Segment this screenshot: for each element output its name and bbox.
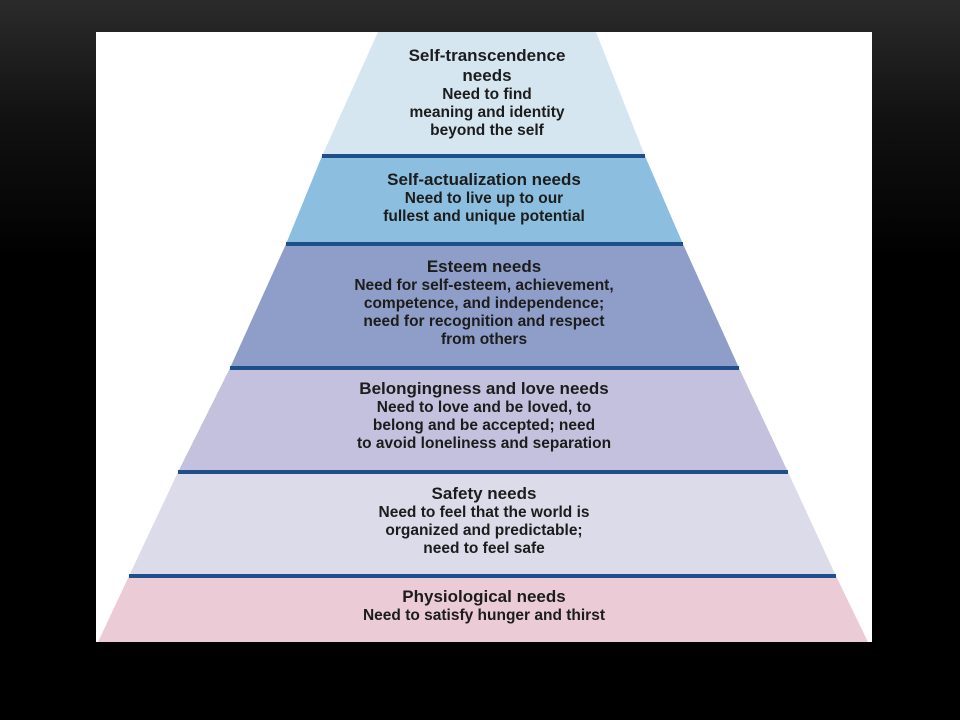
tier-title: Self-actualization needs [387,170,581,189]
tier-title: Belongingness and love needs [359,379,609,398]
tier-description: Need to feel that the world is organized… [378,504,590,557]
tier-belongingness: Belongingness and love needs Need to lov… [274,379,694,453]
tier-title: Esteem needs [426,257,542,276]
tier-band-physiological [98,576,868,642]
tier-self-actualization: Self-actualization needs Need to live up… [314,170,654,226]
tier-band-self-transcendence [322,32,645,156]
tier-description: Need for self-esteem, achievement, compe… [354,277,614,348]
tier-safety: Safety needs Need to feel that the world… [284,484,684,558]
tier-esteem: Esteem needs Need for self-esteem, achie… [274,257,694,349]
tier-band-safety [129,472,836,576]
pyramid-image: Self-transcendence needs Need to find me… [96,32,872,642]
tier-physiological: Physiological needs Need to satisfy hung… [274,587,694,625]
tier-title: Physiological needs [402,587,566,606]
tier-description: Need to live up to our fullest and uniqu… [383,190,585,225]
tier-description: Need to find meaning and identity beyond… [409,86,565,139]
tier-title: Safety needs [431,484,537,503]
tier-description: Need to satisfy hunger and thirst [362,607,605,624]
tier-self-transcendence: Self-transcendence needs Need to find me… [362,46,612,140]
tier-band-self-actualization [286,156,683,244]
tier-band-esteem [230,244,739,368]
tier-description: Need to love and be loved, to belong and… [356,399,612,452]
tier-band-belongingness [178,368,788,472]
tier-title: Self-transcendence needs [408,46,566,85]
pyramid-diagram [98,32,868,642]
